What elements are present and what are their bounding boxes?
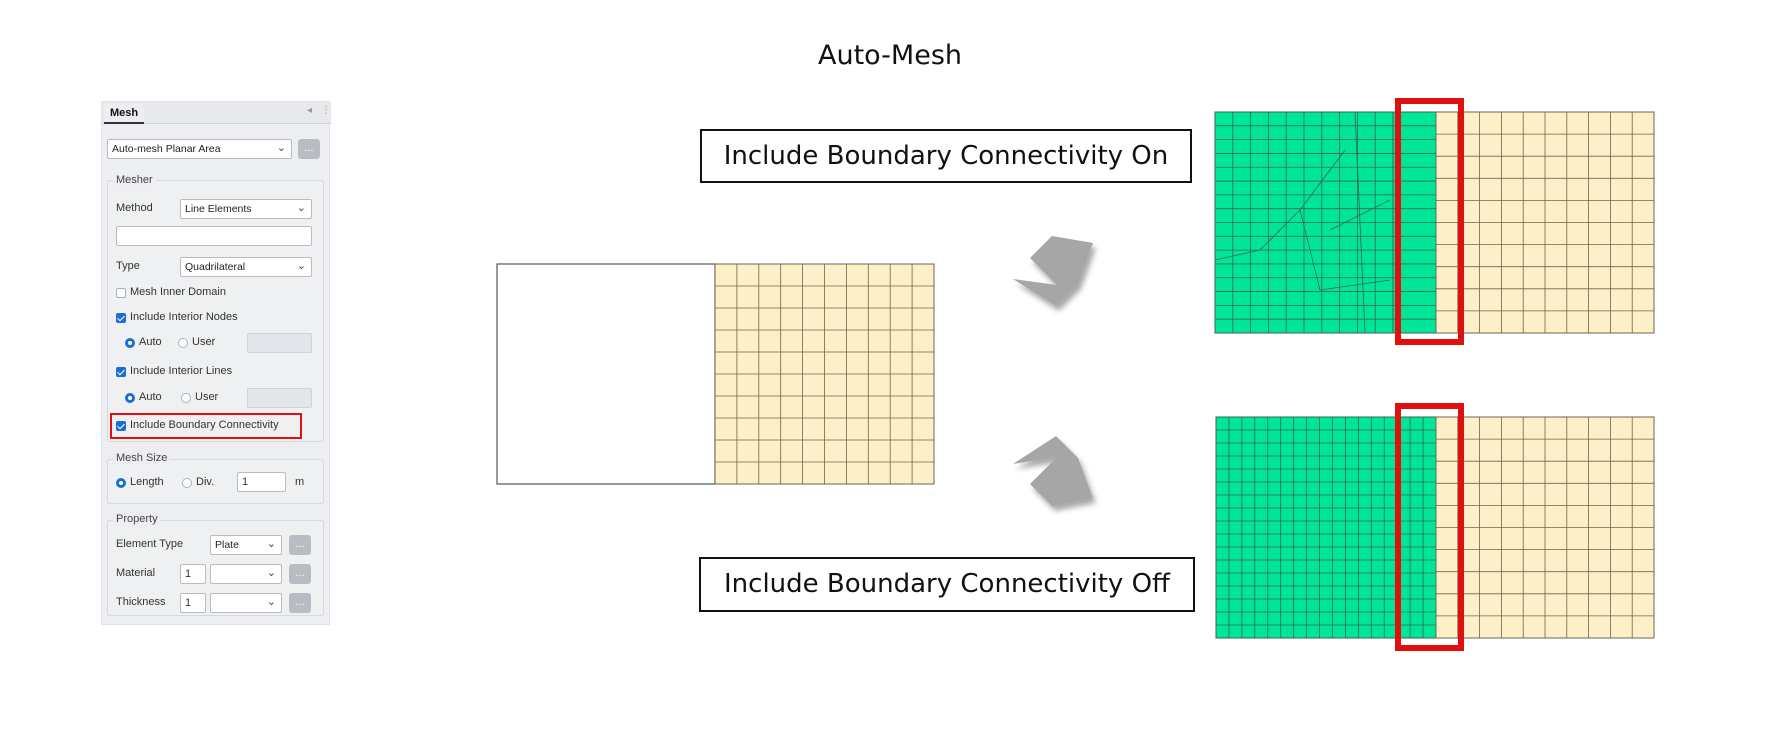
mesh-inner-domain-checkbox[interactable] <box>116 288 126 298</box>
top-transition-line <box>1354 111 1366 334</box>
element-type-select[interactable]: Plate ⌄ <box>210 535 282 555</box>
mode-select[interactable]: Auto-mesh Planar Area ⌄ <box>107 139 292 159</box>
top-transition-line <box>1299 209 1321 291</box>
type-select-value: Quadrilateral <box>185 261 246 273</box>
mesh-panel: Mesh ◂ ⋮ Auto-mesh Planar Area ⌄ ... Mes… <box>101 101 331 625</box>
callout-connectivity-off: Include Boundary Connectivity Off <box>699 557 1195 612</box>
thickness-label: Thickness <box>116 596 166 608</box>
top-transition-line <box>1259 209 1301 251</box>
chevron-down-icon: ⌄ <box>296 202 306 214</box>
element-type-value: Plate <box>215 539 239 551</box>
interior-nodes-auto-radio[interactable] <box>125 338 135 348</box>
material-select[interactable]: ⌄ <box>210 564 282 584</box>
tab-mesh[interactable]: Mesh <box>104 104 145 124</box>
include-boundary-connectivity-label: Include Boundary Connectivity <box>130 419 279 431</box>
mesh-inner-domain-label: Mesh Inner Domain <box>130 286 226 298</box>
bottom-green-grid-bg <box>1215 416 1437 639</box>
thickness-options-button[interactable]: ... <box>289 593 311 613</box>
interior-lines-user-label: User <box>195 391 219 403</box>
material-options-button[interactable]: ... <box>289 564 311 584</box>
mesh-size-div-label: Div. <box>196 476 215 488</box>
highlight-box <box>110 413 302 439</box>
mesher-group-label: Mesher <box>113 174 156 186</box>
chevron-down-icon: ⌄ <box>296 260 306 272</box>
type-select[interactable]: Quadrilateral ⌄ <box>180 257 312 277</box>
collapse-icon[interactable]: ◂ <box>307 105 313 116</box>
interior-nodes-user-input[interactable] <box>247 333 312 353</box>
mode-select-value: Auto-mesh Planar Area <box>112 143 221 155</box>
source-mesh-grid <box>714 263 935 485</box>
type-label: Type <box>116 260 140 272</box>
page-title: Auto-Mesh <box>817 40 963 71</box>
mesh-size-input[interactable]: 1 <box>237 472 286 492</box>
chevron-down-icon: ⌄ <box>276 142 286 154</box>
chevron-down-icon: ⌄ <box>266 567 276 579</box>
chevron-down-icon: ⌄ <box>266 596 276 608</box>
interior-lines-user-input[interactable] <box>247 388 312 408</box>
method-input[interactable] <box>116 226 312 246</box>
source-empty-domain <box>496 263 716 485</box>
chevron-down-icon: ⌄ <box>266 538 276 550</box>
interior-lines-user-radio[interactable] <box>181 393 191 403</box>
mesh-result-connectivity-off <box>1215 416 1655 639</box>
highlight-box-top <box>1395 98 1464 345</box>
mesh-size-unit: m <box>295 476 305 488</box>
arrow-up-right-icon <box>1013 236 1093 306</box>
mesh-size-group-label: Mesh Size <box>113 452 171 464</box>
mesh-result-connectivity-on <box>1214 111 1655 334</box>
top-transition-line <box>1329 199 1391 231</box>
method-select-value: Line Elements <box>185 203 252 215</box>
include-interior-nodes-checkbox[interactable] <box>116 313 126 323</box>
mesh-size-length-label: Length <box>130 476 164 488</box>
method-select[interactable]: Line Elements ⌄ <box>180 199 312 219</box>
top-transition-line <box>1299 149 1346 211</box>
material-label: Material <box>116 567 156 579</box>
method-label: Method <box>116 202 153 214</box>
interior-nodes-auto-label: Auto <box>139 336 162 348</box>
highlight-box-bottom <box>1395 403 1464 651</box>
interior-lines-auto-label: Auto <box>139 391 162 403</box>
arrow-down-right-icon <box>1013 436 1093 506</box>
thickness-input[interactable]: 1 <box>180 593 206 613</box>
panel-tabbar: Mesh ◂ ⋮ <box>102 102 331 124</box>
mode-options-button[interactable]: ... <box>298 139 320 159</box>
top-transition-line <box>1319 279 1391 291</box>
interior-nodes-user-radio[interactable] <box>178 338 188 348</box>
menu-dots-icon[interactable]: ⋮ <box>321 105 331 116</box>
thickness-select[interactable]: ⌄ <box>210 593 282 613</box>
element-type-label: Element Type <box>116 538 184 550</box>
include-boundary-connectivity-checkbox[interactable] <box>116 421 126 431</box>
element-type-options-button[interactable]: ... <box>289 535 311 555</box>
material-input[interactable]: 1 <box>180 564 206 584</box>
mesh-size-length-radio[interactable] <box>116 478 126 488</box>
callout-connectivity-on: Include Boundary Connectivity On <box>700 129 1192 183</box>
top-transition-line <box>1214 249 1261 261</box>
interior-lines-auto-radio[interactable] <box>125 393 135 403</box>
mesh-size-div-radio[interactable] <box>182 478 192 488</box>
include-interior-lines-checkbox[interactable] <box>116 367 126 377</box>
mesh-size-group <box>107 459 324 504</box>
include-interior-lines-label: Include Interior Lines <box>130 365 233 377</box>
property-group-label: Property <box>113 513 161 525</box>
include-interior-nodes-label: Include Interior Nodes <box>130 311 238 323</box>
interior-nodes-user-label: User <box>192 336 216 348</box>
